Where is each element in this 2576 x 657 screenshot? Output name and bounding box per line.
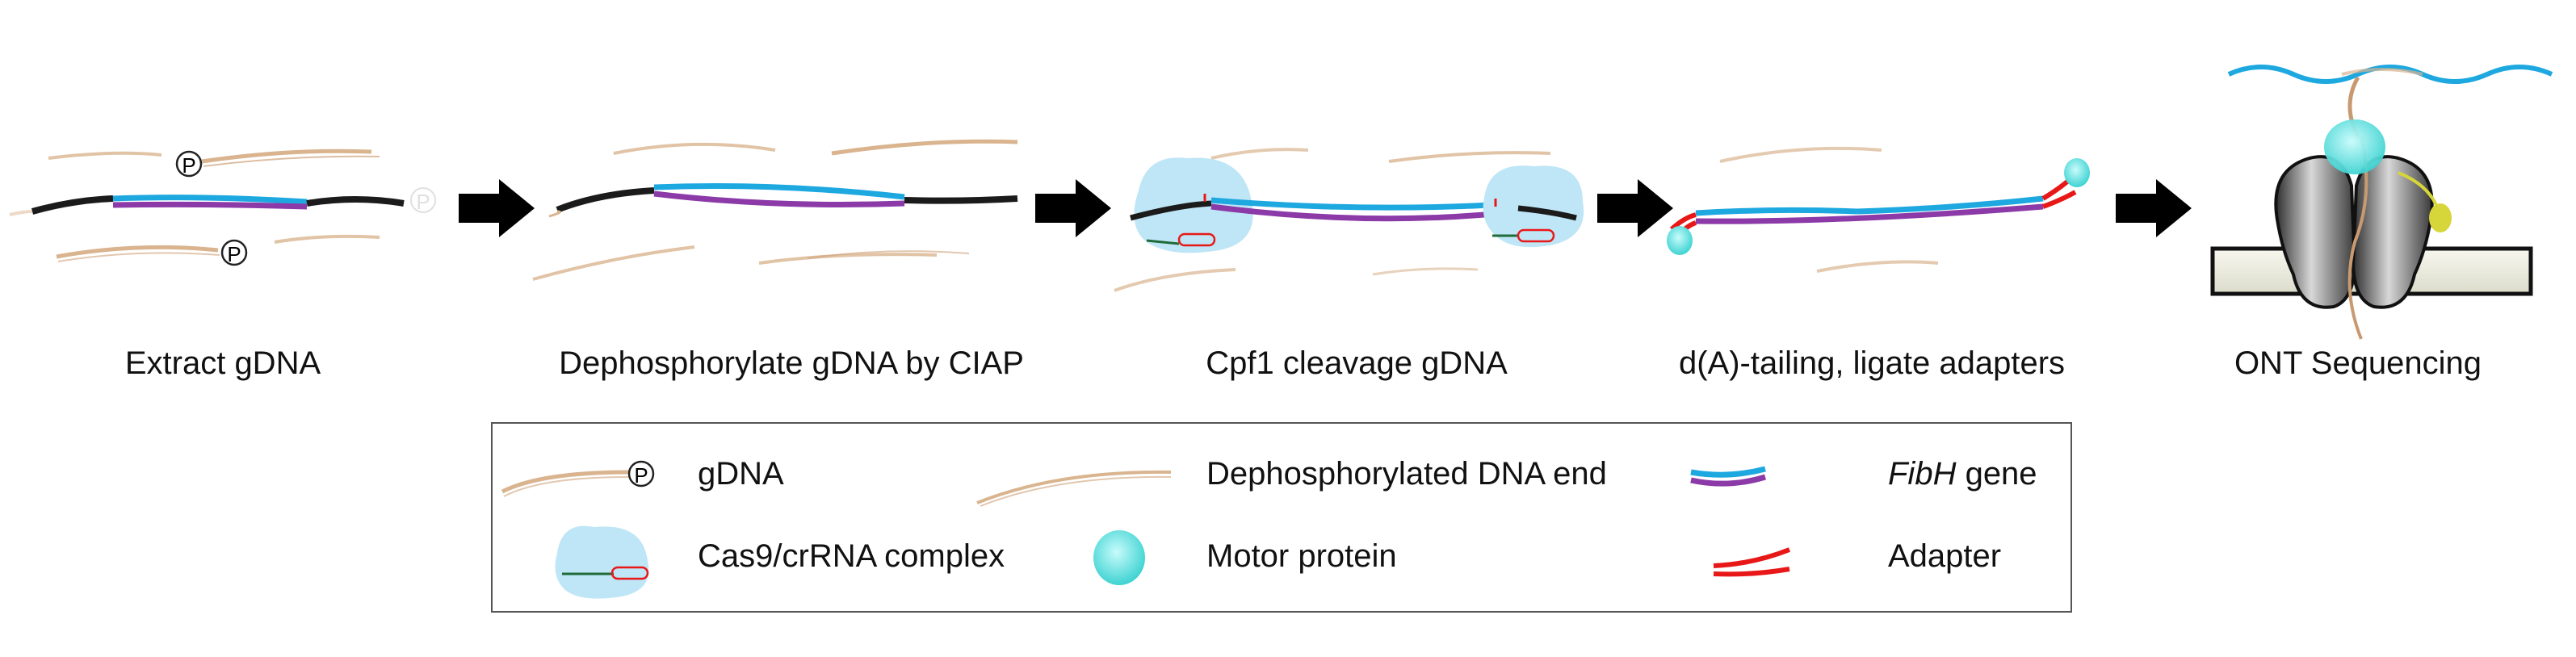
motor-protein-icon [2064,158,2090,187]
motor-protein-icon [1093,530,1145,585]
step1-illustration: P P P [9,149,436,266]
legend: P gDNA Dephosphorylated DNA end FibH gen… [491,422,2072,613]
legend-dephos-label: Dephosphorylated DNA end [1206,456,1607,492]
legend-gene-rest: gene [1956,456,2037,492]
legend-gene-label: FibH gene [1888,456,2037,492]
cas-complex-icon [1483,165,1584,248]
phosphate-icon: P [175,150,203,178]
arrow-icon [459,179,535,237]
adapter-legend-icon [1713,547,1791,577]
svg-text:P: P [227,242,241,266]
motor-protein-icon [1667,226,1693,255]
step-label-dephos: Dephosphorylate gDNA by CIAP [559,345,1024,381]
legend-adapter-label: Adapter [1888,538,2002,574]
step4-illustration [1667,146,2090,273]
legend-symbols: P [501,460,1791,599]
step2-illustration [532,139,1018,281]
arrow-icon [1597,179,1673,237]
phosphate-icon: P [410,187,436,214]
step-label-ligate: d(A)-tailing, ligate adapters [1678,345,2066,381]
legend-motor-label: Motor protein [1206,538,1397,574]
svg-text:P: P [634,463,648,488]
nanopore-icon [2210,65,2553,340]
legend-gene-italic: FibH [1888,456,1957,492]
svg-text:P: P [182,153,195,178]
step3-illustration [1114,148,1584,292]
step-label-cleavage: Cpf1 cleavage gDNA [1206,345,1508,381]
step-label-sequencing: ONT Sequencing [2234,345,2482,381]
arrow-icon [1035,179,1111,237]
legend-cas-label: Cas9/crRNA complex [698,538,1005,574]
fibh-gene-legend-icon [1690,466,1767,487]
dephos-legend-icon [976,470,1172,507]
svg-text:P: P [416,190,430,214]
legend-gdna-label: gDNA [698,456,784,492]
phosphate-icon: P [220,239,248,266]
step-label-extract: Extract gDNA [124,345,321,381]
cas-complex-icon [555,525,649,599]
gdna-legend-icon: P [501,460,655,497]
arrow-icon [2116,179,2192,237]
